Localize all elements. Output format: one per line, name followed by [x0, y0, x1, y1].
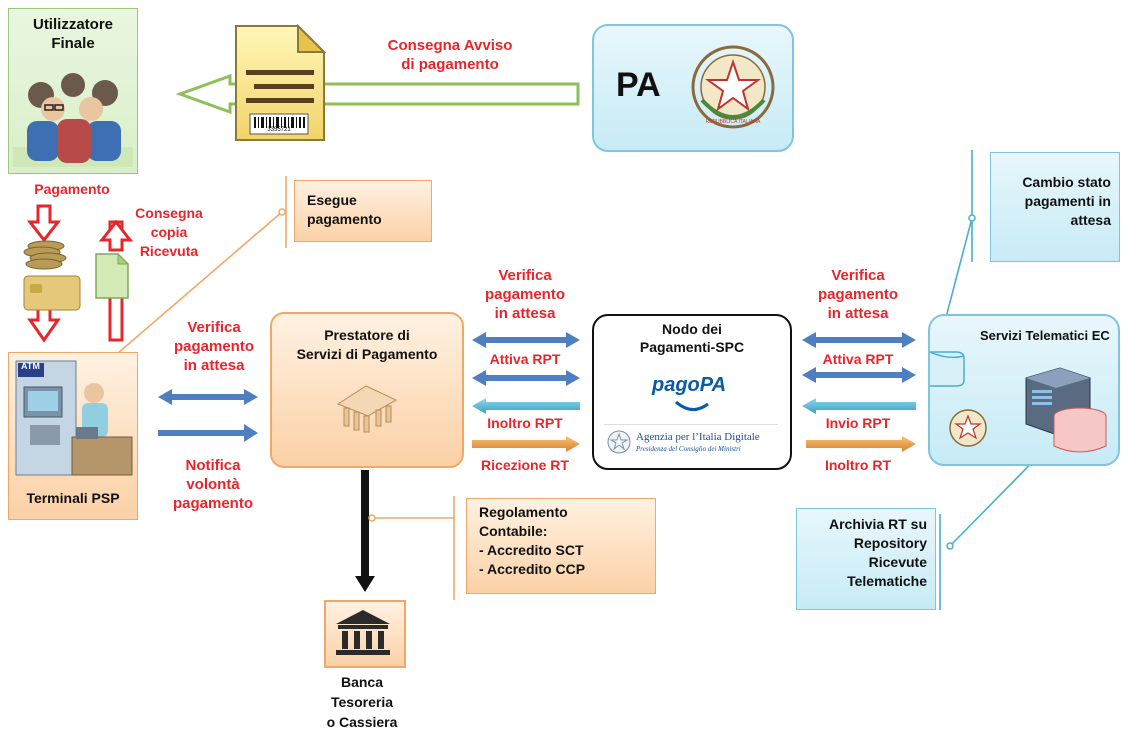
pa-seal-text: REPUBBLICA ITALIANA	[705, 119, 761, 125]
regolamento-line4: - Accredito CCP	[479, 561, 586, 577]
esegue-line2: pagamento	[307, 211, 382, 227]
atm-text: ATM	[21, 361, 40, 371]
archivia-line1: Archivia RT su	[828, 516, 927, 532]
left-verifica-line2: pagamento	[173, 338, 254, 355]
atm-cashier-icon	[15, 360, 133, 476]
end-user-box: Utilizzatore Finale	[8, 8, 138, 174]
pa-label: PA	[616, 66, 661, 104]
consegna-copia-line2: copia	[150, 224, 188, 240]
settlement-down-arrow	[355, 470, 375, 592]
psp-line2: Servizi di Pagamento	[296, 346, 438, 362]
left-notifica-line2: volontà	[186, 476, 240, 493]
left-notifica-label: Notifica volontà pagamento	[152, 456, 274, 513]
server-database-icon	[930, 351, 1107, 453]
consegna-avviso-line2: di pagamento	[401, 56, 499, 73]
agid-box: Agenzia per l’Italia Digitale Presidenza…	[604, 424, 778, 459]
right-attiva-label: Attiva RPT	[822, 351, 894, 367]
pagamento-label: Pagamento	[34, 181, 110, 197]
psp-line1: Prestatore di	[324, 327, 410, 343]
right-verifica-label: Verifica pagamento in attesa	[802, 266, 914, 323]
left-notifica-line1: Notifica	[185, 457, 241, 474]
consegna-copia-line3: Ricevuta	[139, 243, 199, 259]
regolamento-box: Regolamento Contabile: - Accredito SCT -…	[466, 498, 656, 594]
right-invio-arrow	[802, 398, 916, 414]
archivia-line3: Ricevute	[868, 554, 927, 570]
psp-box: Prestatore di Servizi di Pagamento	[270, 312, 464, 468]
right-verifica-line2: pagamento	[817, 286, 898, 303]
left-verify-double-arrow	[158, 389, 258, 405]
mid-verifica-line1: Verifica	[498, 267, 552, 284]
agid-line1: Agenzia per l’Italia Digitale	[636, 431, 760, 443]
mid-ricezione-arrow	[472, 436, 580, 452]
banca-icon-box	[324, 600, 406, 668]
archivia-rt-box: Archivia RT su Repository Ricevute Telem…	[796, 508, 936, 610]
right-attiva-double-arrow	[802, 367, 916, 383]
red-receipt-up-arrow	[98, 219, 134, 342]
pagopa-swirl-icon	[675, 400, 709, 411]
agid-line2: Presidenza del Consiglio dei Ministri	[636, 445, 741, 453]
right-verify-double-arrow	[802, 332, 916, 348]
regolamento-line1: Regolamento	[479, 504, 568, 520]
left-verifica-line1: Verifica	[187, 319, 241, 336]
archivia-line2: Repository	[853, 535, 927, 551]
servizi-ec-box: Servizi Telematici EC	[928, 314, 1120, 466]
mid-verify-double-arrow	[472, 332, 580, 348]
mid-ricezione-label: Ricezione RT	[481, 457, 569, 473]
people-icon	[13, 73, 133, 167]
left-verifica-label: Verifica pagamento in attesa	[162, 318, 266, 375]
mid-attiva-double-arrow	[472, 370, 580, 386]
agid-emblem-icon	[607, 430, 631, 454]
mid-verifica-line2: pagamento	[484, 286, 565, 303]
consegna-copia-line1: Consegna	[135, 205, 203, 221]
regolamento-line3: - Accredito SCT	[479, 542, 584, 558]
end-user-title-line2: Finale	[51, 35, 95, 52]
nodo-line1: Nodo dei	[662, 321, 722, 337]
terminali-psp-label: Terminali PSP	[26, 490, 120, 506]
italian-emblem-icon	[691, 45, 775, 129]
esegue-pagamento-box: Esegue pagamento	[294, 180, 432, 242]
consegna-avviso-label: Consegna Avviso di pagamento	[360, 36, 540, 74]
pagopa-logo: pagoPA	[652, 374, 727, 396]
mid-verifica-line3: in attesa	[494, 305, 556, 322]
nodo-line2: Pagamenti-SPC	[639, 339, 745, 355]
mid-verifica-label: Verifica pagamento in attesa	[470, 266, 580, 323]
coins-card-icon	[23, 240, 81, 311]
left-verifica-line3: in attesa	[183, 357, 245, 374]
consegna-copia-label: Consegna copia Ricevuta	[128, 204, 210, 261]
mid-inoltro-arrow	[472, 398, 580, 414]
cambio-stato-box: Cambio stato pagamenti in attesa	[990, 152, 1120, 262]
left-notify-arrow	[158, 424, 258, 442]
regolamento-line2: Contabile:	[479, 523, 548, 539]
barcode-number: 3355721	[267, 127, 291, 133]
right-inoltro-label: Inoltro RT	[824, 457, 892, 473]
banca-line3: o Cassiera	[326, 714, 398, 730]
servizi-ec-label: Servizi Telematici EC	[980, 328, 1110, 343]
esegue-line1: Esegue	[307, 192, 357, 208]
terminali-psp-box: ATM Terminali PSP	[8, 352, 138, 520]
cambio-stato-line2: pagamenti in	[1024, 193, 1111, 209]
mid-attiva-label: Attiva RPT	[489, 351, 561, 367]
cambio-stato-line1: Cambio stato	[1022, 174, 1111, 190]
right-inoltro-arrow	[806, 436, 916, 452]
archivia-line4: Telematiche	[847, 573, 927, 589]
banca-line1: Banca	[340, 674, 384, 690]
banca-line2: Tesoreria	[331, 694, 393, 710]
end-user-title-line1: Utilizzatore	[32, 16, 113, 33]
bank-building-icon	[336, 385, 398, 433]
cambio-stato-line3: attesa	[1070, 212, 1111, 228]
left-notifica-line3: pagamento	[172, 495, 253, 512]
nodo-box: Nodo dei Pagamenti-SPC pagoPA Agenzia pe…	[592, 314, 792, 470]
right-verifica-line3: in attesa	[827, 305, 889, 322]
banca-label: Banca Tesoreria o Cassiera	[314, 672, 410, 732]
pa-box: PA REPUBBLICA ITALIANA	[592, 24, 794, 152]
right-invio-label: Invio RPT	[825, 415, 891, 431]
mid-inoltro-label: Inoltro RPT	[487, 415, 563, 431]
bank-icon	[336, 610, 390, 655]
receipt-document-icon	[95, 252, 130, 299]
consegna-avviso-line1: Consegna Avviso	[387, 37, 513, 54]
right-verifica-line1: Verifica	[831, 267, 885, 284]
document-barcode-icon	[235, 23, 327, 141]
